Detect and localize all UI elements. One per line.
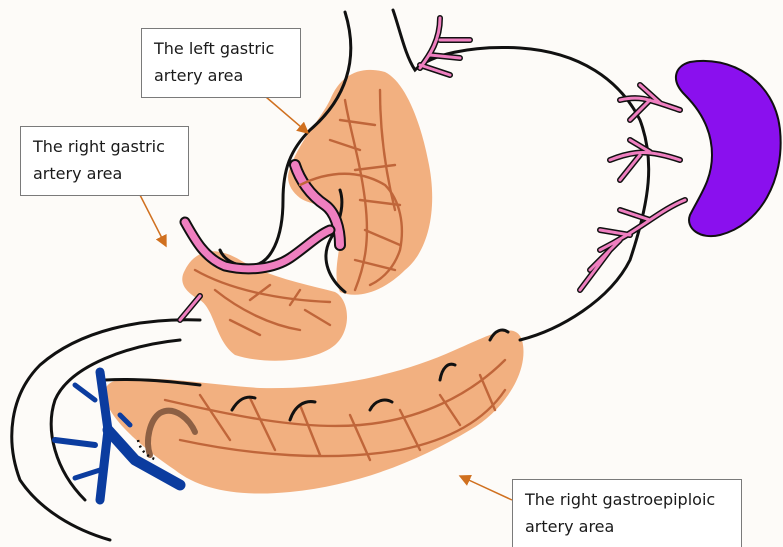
right-gastric-label-line1: The right gastric: [33, 133, 178, 160]
right-gastric-label-line2: artery area: [33, 160, 178, 187]
spleen: [676, 61, 781, 236]
right-gastric-pointer: [140, 195, 166, 246]
right-gastric-label: The right gastric artery area: [20, 126, 189, 196]
right-gastroepiploic-label-line2: artery area: [525, 513, 731, 540]
left-gastric-label: The left gastric artery area: [141, 28, 301, 98]
left-gastric-label-line2: artery area: [154, 62, 290, 89]
right-gastroepiploic-pointer: [460, 476, 512, 500]
right-gastroepiploic-label-line1: The right gastroepiploic: [525, 486, 731, 513]
right-gastroepiploic-label: The right gastroepiploic artery area: [512, 479, 742, 547]
short-gastric-arteries: [580, 85, 685, 290]
left-gastric-label-line1: The left gastric: [154, 35, 290, 62]
left-gastric-pointer: [266, 97, 308, 133]
